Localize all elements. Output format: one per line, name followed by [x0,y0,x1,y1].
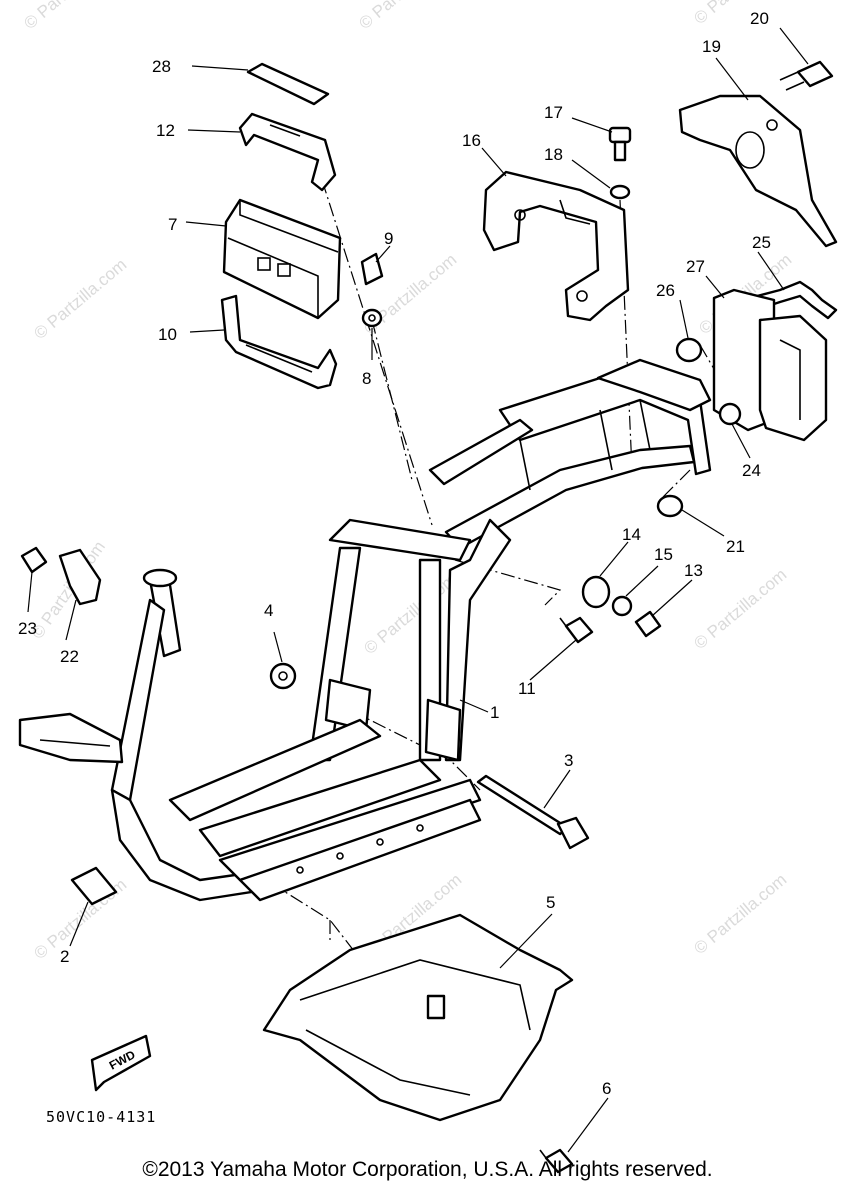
callout-28: 28 [152,57,171,76]
part-11-bolt [559,616,594,644]
part-7-battery-box [222,198,342,320]
callout-17: 17 [544,103,563,122]
callout-7: 7 [168,215,177,234]
part-15-washer [611,595,633,617]
part-12-band [238,112,337,192]
callout-1: 1 [490,703,499,722]
callout-4: 4 [264,601,273,620]
callout-19: 19 [702,37,721,56]
watermark: © Partzilla.com [690,870,790,958]
watermark: © Partzilla.com [360,570,460,658]
callout-26: 26 [656,281,675,300]
part-27-box [712,288,828,442]
callout-12: 12 [156,121,175,140]
watermark: © Partzilla.com [20,0,120,33]
part-1-frame [18,358,712,902]
callout-20: 20 [750,9,769,28]
part-6-bolt [539,1148,574,1174]
part-28-strip [246,62,330,106]
leader-lines [27,27,809,1153]
part-8-grommet [361,308,383,328]
callout-8: 8 [362,369,371,388]
watermark: © Partzilla.com [30,255,130,343]
part-3-bolt [476,774,590,850]
part-26-grommet [675,337,703,363]
callout-15: 15 [654,545,673,564]
part-23-bolt [20,546,48,574]
part-18-washer [609,184,631,200]
callout-6: 6 [602,1079,611,1098]
callout-16: 16 [462,131,481,150]
callout-2: 2 [60,947,69,966]
callout-23: 23 [18,619,37,638]
part-code: 50VC10-4131 [46,1108,156,1126]
callout-13: 13 [684,561,703,580]
part-16-bracket [482,170,630,322]
part-14-collar [581,575,611,609]
part-17-bolt [608,126,632,162]
copyright-notice: ©2013 Yamaha Motor Corporation, U.S.A. A… [142,1158,713,1181]
callout-27: 27 [686,257,705,276]
callout-9: 9 [384,229,393,248]
callout-11: 11 [518,679,536,698]
part-2-cap [70,866,118,906]
callout-24: 24 [742,461,761,480]
callout-5: 5 [546,893,555,912]
watermark: © Partzilla.com [690,0,790,28]
watermark: © Partzilla.com [355,0,455,33]
callout-21: 21 [726,537,745,556]
callout-14: 14 [622,525,641,544]
part-4-grommet [269,662,297,690]
callout-22: 22 [60,647,79,666]
callout-25: 25 [752,233,771,252]
callout-10: 10 [158,325,177,344]
callouts: 28 12 7 9 10 8 16 17 18 19 20 25 27 26 2… [18,9,771,1098]
part-10-holder [220,294,338,390]
watermark: © Partzilla.com [690,565,790,653]
callout-18: 18 [544,145,563,164]
part-19-bracket [678,94,838,248]
fwd-arrow-icon: FWD [90,1034,152,1092]
part-22-bracket [58,548,102,606]
callout-3: 3 [564,751,573,770]
part-5-cover [262,913,574,1122]
part-24-grommet [718,402,742,426]
part-20-bolt [779,60,834,91]
part-21-nut [656,494,684,518]
part-13-bolt [634,610,662,638]
